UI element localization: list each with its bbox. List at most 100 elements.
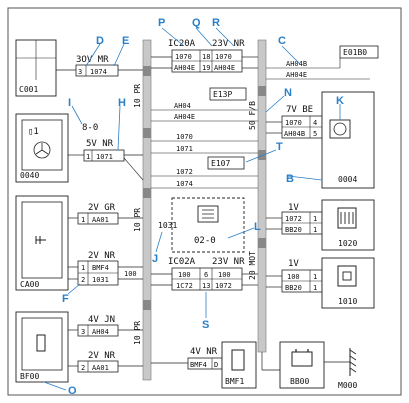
w1072-label: 1072 — [176, 168, 193, 176]
ah04e-2-label: AH04E — [174, 113, 195, 121]
ic02a-code: IC02A — [168, 257, 196, 267]
c001-code: C001 — [19, 85, 38, 94]
ca00-a-wire: AA01 — [92, 216, 109, 224]
harness-left — [142, 39, 152, 381]
callout-b: B — [286, 173, 294, 185]
bf00-connector-a: 4V JN — [88, 315, 115, 325]
ic02a-r2-right: 1072 — [215, 282, 232, 290]
ic20a-r1-left: 1070 — [175, 53, 192, 61]
e13p-box — [209, 87, 247, 101]
callout-i-top: I — [68, 97, 71, 109]
ca00-b-r1-pin: 1 — [81, 264, 85, 272]
ah04b-label: AH04B — [286, 60, 307, 68]
frame — [7, 7, 402, 396]
harness-code-5: 20 MOT — [248, 251, 257, 280]
bmf1-pin: D — [214, 361, 218, 369]
callout-leaders — [43, 27, 341, 391]
bf00-a-wire: AH04 — [92, 328, 109, 336]
callout-h: H — [118, 97, 126, 109]
c020-r2-pin: 1 — [313, 226, 317, 234]
c001-connector: 3OV MR — [76, 55, 109, 65]
ic02a-type: 23V NR — [212, 257, 245, 267]
c020-code: 1020 — [338, 239, 357, 248]
c004-r1-wire: 1070 — [285, 119, 302, 127]
bmf1-code: BMF1 — [225, 377, 244, 386]
callout-j: J — [152, 253, 158, 265]
c001-wire: 1074 — [90, 68, 107, 76]
c020-r1-wire: 1072 — [285, 215, 302, 223]
callout-o: O — [68, 385, 77, 397]
component-c001: C001 — [15, 39, 57, 97]
m000-code: M000 — [338, 381, 357, 390]
ic20a-r2-left: AH04E — [174, 64, 195, 72]
callout-f: F — [62, 293, 69, 305]
c004-connector: 7V BE — [286, 105, 313, 115]
bmf1-connector: 4V NR — [190, 347, 218, 357]
harness-code-3: 10 PR — [133, 321, 142, 345]
ca00-b-r1-wire: BMF4 — [92, 264, 109, 272]
ca00-a-pin: 1 — [81, 216, 85, 224]
ground-icon — [349, 349, 357, 373]
battery-icon — [291, 351, 313, 367]
callout-t: T — [276, 141, 283, 153]
c040-num: 8-0 — [82, 123, 98, 133]
c004-r2-pin: 5 — [313, 130, 317, 138]
ground-m000: M000 — [338, 348, 357, 390]
c010-code: 1010 — [338, 297, 357, 306]
callout-q: Q — [192, 17, 201, 29]
ca00-b-r2-wire: 1031 — [92, 276, 109, 284]
c004-r2-wire: AH04B — [284, 130, 305, 138]
ic02a-r2-pin: 13 — [202, 282, 210, 290]
ca00-b-extra: 100 — [124, 270, 137, 278]
ca00-b-r2-pin: 2 — [81, 276, 85, 284]
ca00-connector-a: 2V GR — [88, 203, 116, 213]
c001-pin: 3 — [78, 68, 82, 76]
e107-label: E107 — [211, 159, 230, 168]
callout-s: S — [202, 319, 209, 331]
component-bf00: BF00 — [15, 311, 69, 383]
c040-connector: 5V NR — [86, 139, 114, 149]
callout-n: N — [284, 87, 292, 99]
e01b0-box — [339, 45, 379, 59]
bf00-a-pin: 3 — [81, 328, 85, 336]
callout-l: L — [254, 221, 261, 233]
bf00-code: BF00 — [20, 372, 39, 381]
component-ic02: 02-0 — [171, 197, 245, 253]
connector-ic20a: IC20A 23V NR 1070 18 1070 AH04E 19 AH04E — [168, 39, 245, 73]
callout-c: C — [278, 35, 286, 47]
component-ca00: CA00 — [15, 195, 69, 291]
w1074-label: 1074 — [176, 180, 193, 188]
ic20a-r1-pin: 18 — [202, 53, 210, 61]
c010-r2-wire: BB20 — [285, 284, 302, 292]
bf00-b-wire: AA01 — [92, 364, 109, 372]
fan-icon — [33, 141, 51, 159]
c020-r1-pin: 1 — [313, 215, 317, 223]
connector-ic20a-type: 23V NR — [212, 39, 245, 49]
ic02a-r2-left: 1C72 — [176, 282, 193, 290]
e01b0-label: E01B0 — [343, 48, 367, 57]
ic02-code: 02-0 — [194, 236, 216, 246]
c010-r1-pin: 1 — [313, 273, 317, 281]
gauge-icon — [333, 122, 347, 136]
bb00-code: BB00 — [290, 377, 309, 386]
bmf1-wire: BMF4 — [190, 361, 207, 369]
ca00-connector-b: 2V NR — [88, 251, 116, 261]
callout-d: D — [96, 35, 104, 47]
ic20a-r2-pin: 19 — [202, 64, 210, 72]
harness-right — [257, 39, 267, 353]
ic02-wire-1031: 1031 — [158, 221, 177, 230]
harness-code-4: 50 F/B — [248, 101, 257, 130]
w1071-label: 1071 — [176, 145, 193, 153]
connector-ic02a: IC02A 23V NR 100 6 100 1C72 13 1072 — [168, 257, 245, 291]
c004-r1-pin: 4 — [313, 119, 317, 127]
ic20a-r1-right: 1070 — [215, 53, 232, 61]
ic20a-r2-right: AH04E — [214, 64, 235, 72]
c020-r2-wire: BB20 — [285, 226, 302, 234]
callout-r: R — [212, 17, 220, 29]
c040-code: 0040 — [20, 171, 39, 180]
ic02a-r1-pin: 6 — [204, 271, 208, 279]
bf00-b-pin: 2 — [81, 364, 85, 372]
component-0040: ▯1 0040 — [15, 113, 69, 183]
